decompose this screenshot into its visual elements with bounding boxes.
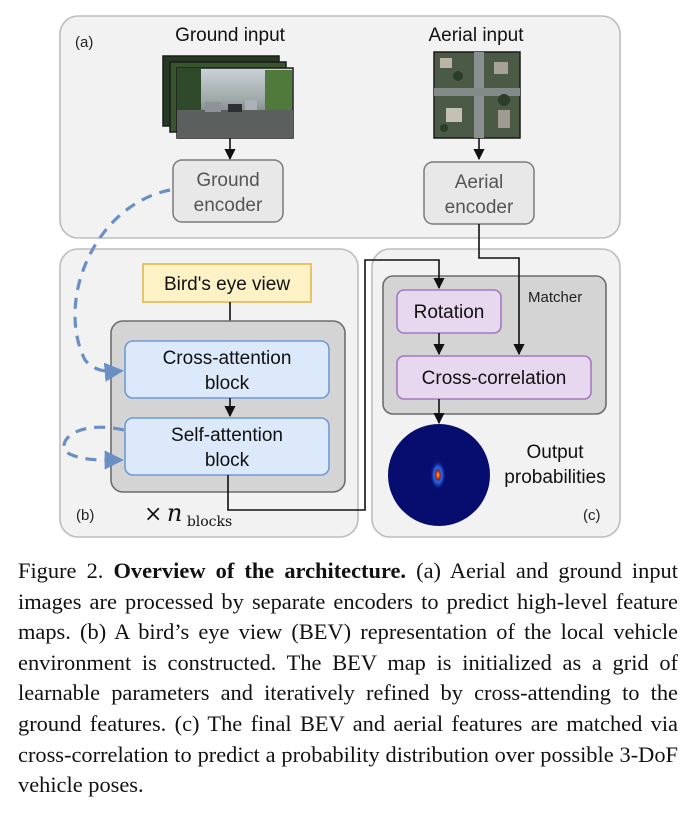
rotation-box <box>396 289 502 334</box>
aerial-encoder-line1: Aerial <box>455 172 504 193</box>
matcher-title: Matcher <box>528 289 582 306</box>
self-attention-line1: Self-attention <box>171 425 283 446</box>
ground-input-images <box>162 55 294 139</box>
bev-to-rotation-connector <box>227 259 445 511</box>
caption-label: Figure 2. <box>18 558 104 583</box>
output-line1: Output <box>526 442 584 463</box>
aerial-input-label: Aerial input <box>428 25 524 46</box>
cross-correlation-box <box>396 355 592 400</box>
rotation-label: Rotation <box>414 302 485 323</box>
panel-b-tag: (b) <box>76 507 94 524</box>
n-blocks-label: × n blocks <box>144 499 232 530</box>
figure-caption: Figure 2. Overview of the architecture. … <box>18 556 678 801</box>
ground-features-dashed-arrow <box>73 188 171 382</box>
ground-encoder-line2: encoder <box>194 195 263 216</box>
panel-a <box>59 15 621 239</box>
bev-box <box>142 263 312 303</box>
cross-attention-line1: Cross-attention <box>163 348 292 369</box>
bev-label: Bird's eye view <box>164 274 290 295</box>
panel-a-tag: (a) <box>75 34 93 51</box>
cross-attention-line2: block <box>205 373 250 394</box>
output-probability-heatmap <box>388 424 490 526</box>
self-attention-line2: block <box>205 450 250 471</box>
ground-input-label: Ground input <box>175 25 286 46</box>
caption-text: (a) Aerial and ground input images are p… <box>18 558 678 798</box>
aerial-to-correlation-connector <box>478 224 525 356</box>
caption-title: Overview of the architecture. <box>113 558 407 583</box>
self-loop-dashed-arrow <box>62 425 125 470</box>
output-line2: probabilities <box>504 467 605 488</box>
architecture-figure: (a) Ground input Aerial input Ground enc… <box>59 15 621 538</box>
cross-attention-block <box>124 340 330 399</box>
self-attention-block <box>124 417 330 476</box>
cross-correlation-label: Cross-correlation <box>422 368 567 389</box>
aerial-encoder-line2: encoder <box>445 197 514 218</box>
ground-encoder <box>172 159 284 223</box>
panel-c-tag: (c) <box>583 507 601 524</box>
ground-encoder-line1: Ground <box>196 170 259 191</box>
aerial-input-image <box>433 51 521 139</box>
